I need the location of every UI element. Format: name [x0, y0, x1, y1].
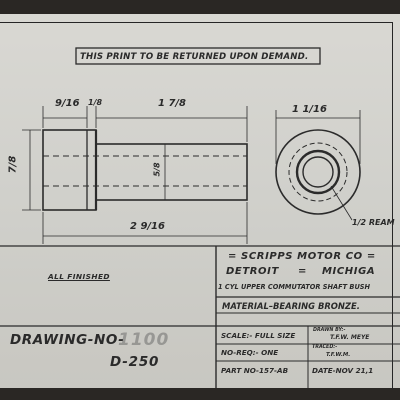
- dim-ream: 1/2 REAM: [352, 218, 395, 227]
- dim-overall-length: 2 9/16: [130, 221, 165, 232]
- title-block-lines: [0, 245, 400, 388]
- all-finished-note: ALL FINISHED: [48, 272, 110, 281]
- drawing-sheet: THIS PRINT TO BE RETURNED UPON DEMAND. 9…: [0, 14, 400, 389]
- company-state: MICHIGA: [322, 266, 376, 277]
- side-view: [22, 106, 248, 244]
- dim-flange-width: 9/16: [55, 98, 80, 109]
- notice-box: [75, 47, 321, 65]
- drawn-by-label: DRAWN BY:-: [313, 328, 346, 333]
- dim-flange-thickness: 1/8: [88, 98, 103, 107]
- part-name: 1 CYL UPPER COMMUTATOR SHAFT BUSH: [218, 283, 371, 291]
- traced-by: T.F.W.M.: [326, 352, 351, 358]
- dim-shaft-length: 1 7/8: [158, 98, 187, 109]
- company-separator: =: [298, 266, 307, 277]
- drawn-by: T.F.W. MEYE: [330, 334, 370, 341]
- no-required: NO-REQ:- ONE: [221, 348, 279, 357]
- scale: SCALE:- FULL SIZE: [221, 331, 296, 340]
- drawing-code: D-250: [110, 354, 160, 370]
- company-city: DETROIT: [226, 266, 279, 277]
- traced-label: TRACED:-: [312, 345, 338, 350]
- company-name: = SCRIPPS MOTOR CO =: [228, 251, 376, 262]
- drawing-number-stamp: 1100: [118, 330, 170, 350]
- date: DATE-NOV 21,1: [312, 366, 374, 375]
- drawing-no-label: DRAWING-NO-: [10, 332, 125, 348]
- part-number: PART NO-157-AB: [221, 366, 289, 375]
- end-view: [275, 110, 361, 221]
- dim-height: 7/8: [7, 155, 19, 174]
- dim-shaft-dia: 5/8: [152, 162, 162, 177]
- border-frame: [0, 22, 393, 389]
- technical-drawing: [0, 47, 400, 388]
- return-notice: THIS PRINT TO BE RETURNED UPON DEMAND.: [80, 52, 309, 62]
- dim-outer-dia: 1 1/16: [292, 104, 327, 115]
- material: MATERIAL–BEARING BRONZE.: [222, 301, 360, 311]
